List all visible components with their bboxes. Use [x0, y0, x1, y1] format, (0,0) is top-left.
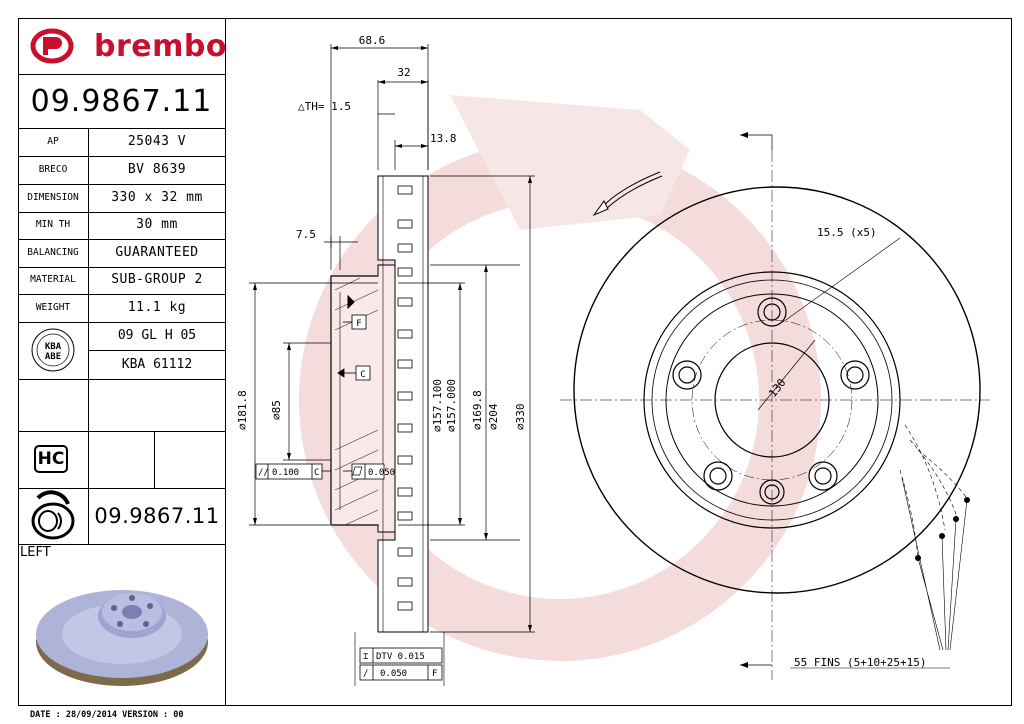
- spec-row-material: MATERIAL SUB-GROUP 2: [18, 266, 225, 295]
- brand-logo: brembo: [18, 18, 227, 75]
- spec-row-breco: BRECO BV 8639: [18, 156, 225, 185]
- brand-name: brembo: [94, 29, 227, 64]
- spec-row-dimension: DIMENSION 330 x 32 mm: [18, 184, 225, 213]
- spec-row-min-th: MIN TH 30 mm: [18, 211, 225, 240]
- fins-note: 55 FINS (5+10+25+15): [794, 656, 926, 669]
- dim-overall-width: 68.6: [359, 34, 386, 47]
- dim-vane-offset: 13.8: [430, 132, 457, 145]
- front-view: [560, 132, 990, 680]
- section-view: [330, 175, 429, 633]
- datum-c: C: [360, 370, 365, 380]
- runout-symbol: /: [363, 669, 368, 679]
- disc-3d-render: [36, 590, 208, 686]
- brembo-logo-icon: [30, 28, 74, 64]
- spec-value: BV 8639: [127, 162, 187, 178]
- dim-204: ⌀204: [487, 403, 500, 430]
- dim-hat-offset: 7.5: [296, 228, 316, 241]
- part-number: 09.9867.11: [18, 74, 225, 129]
- dim-330: ⌀330: [514, 404, 527, 431]
- spec-value: GUARANTEED: [115, 245, 199, 261]
- kba-badge-icon: KBA ABE: [31, 328, 75, 372]
- spec-value: 11.1 kg: [127, 300, 187, 316]
- dim-bolt-holes: 15.5 (x5): [817, 226, 877, 239]
- drawing-frame: [18, 18, 1012, 706]
- kba-badge-cell: KBA ABE: [18, 321, 89, 379]
- dim-181: ⌀181.8: [236, 390, 249, 430]
- parallel-tol: 0.100: [272, 468, 299, 478]
- spec-key: WEIGHT: [18, 294, 89, 322]
- spec-value: 330 x 32 mm: [111, 190, 203, 206]
- spec-row-weight: WEIGHT 11.1 kg: [18, 294, 225, 323]
- spec-value: 30 mm: [136, 217, 178, 233]
- vented-disc-icon: [31, 490, 75, 540]
- spare-row: [18, 379, 225, 432]
- dtv-tol: DTV 0.015: [376, 652, 425, 662]
- hc-row: HC: [18, 431, 225, 489]
- spec-key: MIN TH: [18, 211, 89, 239]
- datum-f: F: [356, 319, 361, 329]
- hc-badge: HC: [34, 445, 68, 473]
- spec-value: SUB-GROUP 2: [111, 272, 203, 288]
- dim-th: △TH= 1.5: [298, 100, 351, 113]
- dtv-symbol: ⌶: [363, 652, 369, 662]
- kba-line-2: KBA 61112: [121, 357, 193, 372]
- runout-tol: 0.050: [380, 669, 407, 679]
- part-number-repeat: 09.9867.11: [94, 504, 220, 528]
- spec-row-ap: AP 25043 V: [18, 128, 225, 157]
- title-block: [18, 18, 226, 706]
- kba-badge-bottom: ABE: [45, 352, 61, 362]
- drawing-footer: DATE : 28/09/2014 VERSION : 00: [30, 710, 184, 720]
- spec-value: 25043 V: [127, 134, 187, 150]
- dim-169: ⌀169.8: [471, 390, 484, 430]
- dim-157-000: ⌀157.000: [445, 379, 458, 432]
- spec-key: DIMENSION: [18, 184, 89, 212]
- parallel-ref: C: [314, 468, 319, 478]
- kba-line-1: 09 GL H 05: [89, 321, 225, 351]
- spec-key: BALANCING: [18, 239, 89, 267]
- runout-ref: F: [432, 669, 437, 679]
- dim-85: ⌀85: [270, 400, 283, 420]
- flatness-tol: 0.050: [368, 468, 395, 478]
- dim-157-100: ⌀157.100: [431, 379, 444, 432]
- kba-badge-top: KBA: [45, 342, 62, 352]
- dim-thickness: 32: [397, 66, 410, 79]
- parallel-symbol: //: [258, 468, 269, 478]
- spec-key: MATERIAL: [18, 266, 89, 294]
- side-label: LEFT: [20, 545, 51, 560]
- disc-type-row: 09.9867.11: [18, 488, 225, 545]
- spec-row-balancing: BALANCING GUARANTEED: [18, 239, 225, 268]
- kba-approval: KBA ABE 09 GL H 05 KBA 61112: [18, 321, 225, 380]
- spec-key: BRECO: [18, 156, 89, 184]
- spec-key: AP: [18, 128, 89, 156]
